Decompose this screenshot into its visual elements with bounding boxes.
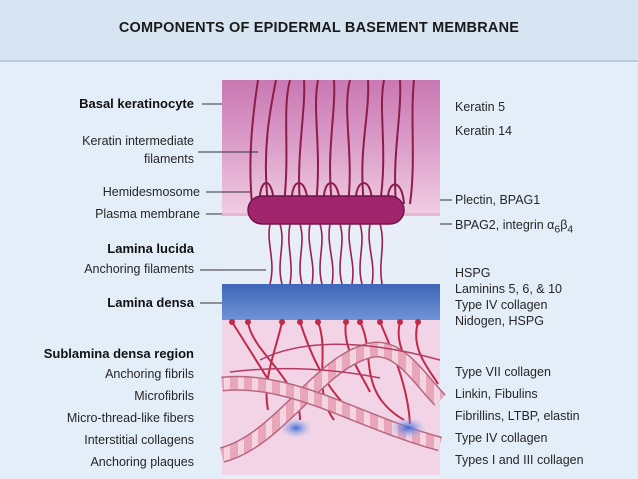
label-interstitial-collagens: Interstitial collagens — [84, 433, 194, 447]
label-anchoring-fibrils: Anchoring fibrils — [105, 367, 194, 381]
label-fibrillins: Fibrillins, LTBP, elastin — [455, 409, 580, 423]
bpag2-sub-4: 4 — [567, 224, 574, 236]
label-laminins: Laminins 5, 6, & 10 — [455, 282, 563, 296]
label-linkin-fibulins: Linkin, Fibulins — [455, 387, 538, 401]
anchoring-plaque — [390, 417, 426, 439]
label-anchoring-plaques: Anchoring plaques — [90, 455, 194, 469]
fibril-end-knobs — [229, 319, 421, 325]
label-keratin-5: Keratin 5 — [455, 100, 506, 114]
bpag2-sub-6: 6 — [554, 224, 561, 236]
label-keratin-14: Keratin 14 — [455, 124, 512, 138]
label-plasma-membrane: Plasma membrane — [95, 207, 200, 221]
leader-lines — [198, 103, 452, 304]
label-anchoring-filaments: Anchoring filaments — [84, 262, 194, 276]
label-lamina-lucida: Lamina lucida — [107, 241, 194, 256]
microfibrils — [229, 343, 441, 379]
label-micro-thread-fibers: Micro-thread-like fibers — [66, 411, 194, 425]
label-hspg: HSPG — [455, 266, 491, 280]
lamina-densa-band — [222, 284, 440, 320]
hemidesmosome-plaque — [247, 195, 405, 225]
bpag2-beta: β — [560, 218, 568, 232]
label-sublamina-densa: Sublamina densa region — [43, 346, 194, 361]
label-keratin-filaments: filaments — [143, 152, 194, 166]
label-types-i-iii-collagen: Types I and III collagen — [455, 453, 584, 467]
label-lamina-densa: Lamina densa — [107, 295, 194, 310]
label-keratin-intermediate: Keratin intermediate — [82, 134, 194, 148]
anchoring-filaments — [268, 223, 384, 285]
anchoring-plaque — [280, 418, 312, 438]
label-type-iv-collagen-b: Type IV collagen — [455, 431, 548, 445]
label-type-vii-collagen: Type VII collagen — [455, 365, 551, 379]
title-bar: COMPONENTS OF EPIDERMAL BASEMENT MEMBRAN… — [0, 0, 638, 62]
label-plectin-bpag1: Plectin, BPAG1 — [455, 193, 541, 207]
label-nidogen-hspg: Nidogen, HSPG — [455, 314, 544, 328]
figure-title: COMPONENTS OF EPIDERMAL BASEMENT MEMBRAN… — [118, 20, 520, 36]
label-hemidesmosome: Hemidesmosome — [102, 185, 200, 199]
label-type-iv-collagen-a: Type IV collagen — [455, 298, 548, 312]
label-basal-keratinocyte: Basal keratinocyte — [79, 96, 194, 111]
bpag2-text: BPAG2, integrin α — [455, 218, 555, 232]
label-microfibrils: Microfibrils — [134, 389, 194, 403]
label-bpag2-integrin: BPAG2, integrin α6β4 — [455, 218, 573, 236]
